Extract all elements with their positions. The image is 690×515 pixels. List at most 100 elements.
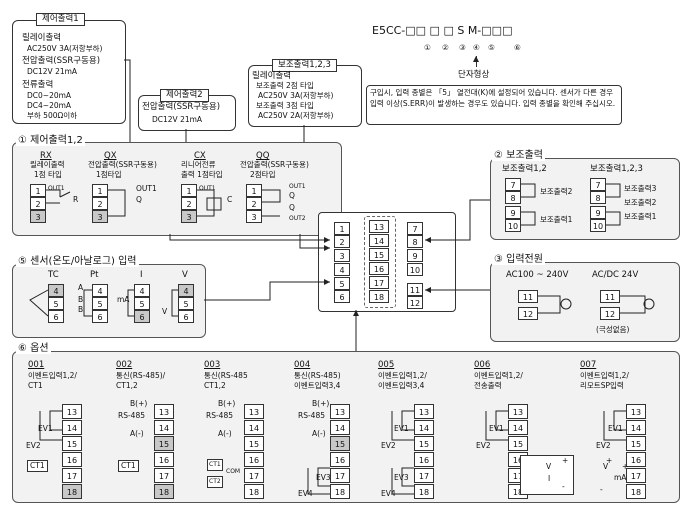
opt-001-term-15: 15	[62, 436, 82, 451]
center-term-12: 12	[407, 296, 423, 309]
opt005-ev1: EV1	[394, 424, 409, 433]
opt004-ev4: EV4	[298, 489, 313, 498]
cx-name: 리니어전류	[181, 160, 216, 169]
opt-004-term-14: 14	[330, 420, 350, 435]
center-term-8: 8	[407, 235, 423, 248]
qq-term-2: 2	[246, 197, 262, 210]
opt004-bplus: B(+)	[312, 399, 330, 408]
pwr-ac-term-11: 11	[518, 290, 538, 303]
opt-001-line1: 이벤트입력1,2/	[28, 371, 77, 380]
center-term-9: 9	[407, 249, 423, 262]
rx-sym: R	[73, 195, 79, 204]
cx-term-3: 3	[181, 210, 197, 223]
opt-004-term-18: 18	[330, 484, 350, 499]
sec2-title: ② 보조출력	[492, 150, 545, 161]
v-term-4: 4	[178, 284, 194, 297]
sec5-title: ⑤ 센서(온도/아날로그) 입력	[16, 256, 139, 267]
aux123-line2-spec: AC250V 2A(저항부하)	[258, 111, 334, 120]
opt003-ct2: CT2	[207, 476, 223, 488]
cx-type: 출력 1점타입	[181, 170, 223, 179]
opt-007-code: 007	[580, 360, 597, 370]
opt-004-line1: 통신(RS-485)	[294, 371, 341, 380]
ctrl2-label: 전압출력(SSR구동용)	[142, 102, 221, 112]
center-term-14: 14	[369, 234, 389, 247]
opt-003-line1: 통신(RS-485	[204, 371, 248, 380]
opt-006-line1: 이벤트입력1,2/	[474, 371, 523, 380]
qx-term-1: 1	[92, 184, 108, 197]
rx-out-label: OUT1	[48, 185, 65, 192]
model-idx-4: ④	[473, 43, 480, 52]
opt005-ev3: EV3	[394, 473, 409, 482]
opt003-bplus: B(+)	[218, 399, 236, 408]
sec1-title: ① 제어출력1,2	[16, 135, 85, 146]
model-idx-2: ②	[442, 43, 449, 52]
opt-006-term-14: 14	[508, 420, 528, 435]
center-term-2: 2	[334, 235, 350, 248]
aux2-term-7: 7	[505, 178, 521, 191]
opt-007-term-16: 16	[626, 452, 646, 467]
opt007-plus2: +	[622, 462, 629, 471]
opt-002-term-16: 16	[154, 452, 174, 467]
i-term-6: 6	[134, 310, 150, 323]
center-term-17: 17	[369, 276, 389, 289]
model-idx-5: ⑤	[488, 43, 495, 52]
cx-term-2: 2	[181, 197, 197, 210]
qx-out-label: OUT1	[136, 184, 157, 193]
opt-006-line2: 전송출력	[474, 381, 502, 390]
opt-003-term-16: 16	[244, 452, 264, 467]
aux123-line1: 보조출력 2점 타입	[256, 81, 314, 90]
opt006-i: I	[548, 474, 551, 483]
sec1-panel	[12, 142, 342, 236]
ctrl1-current-load: 부하 500Ω이하	[27, 111, 78, 120]
opt-007-line2: 리모트SP입력	[580, 381, 624, 390]
opt007-ma: mA	[614, 473, 627, 482]
cx-term-1: 1	[181, 184, 197, 197]
opt004-aminus: A(-)	[312, 429, 326, 438]
opt-001-code: 001	[28, 360, 45, 370]
opt001-ct1: CT1	[27, 460, 48, 472]
opt-001-term-18: 18	[62, 484, 82, 499]
opt-001-term-13: 13	[62, 404, 82, 419]
opt007-ev2: EV2	[596, 441, 611, 450]
tc-term-5: 5	[48, 297, 64, 310]
opt-002-term-17: 17	[154, 468, 174, 483]
aux3-term-10: 10	[590, 219, 606, 232]
opt-005-term-18: 18	[414, 484, 434, 499]
opt-007-term-13: 13	[626, 404, 646, 419]
qx-term-2: 2	[92, 197, 108, 210]
ctrl1-box	[12, 20, 126, 124]
opt006-plus: +	[562, 456, 569, 465]
opt-004-line2: 이벤트입력3,4	[294, 381, 341, 390]
opt006-v: V	[546, 462, 552, 471]
sec2-two: 보조출력1,2	[502, 164, 547, 174]
opt-003-term-14: 14	[244, 420, 264, 435]
opt-004-term-13: 13	[330, 404, 350, 419]
qq-out1-label: OUT1	[289, 183, 306, 190]
aux123-line1-spec: AC250V 3A(저항부하)	[258, 91, 334, 100]
cx-code: CX	[194, 151, 206, 161]
sec5-i: I	[140, 270, 143, 280]
v-term-5: 5	[178, 297, 194, 310]
opt-004-term-17: 17	[330, 468, 350, 483]
opt005-ev4: EV4	[381, 489, 396, 498]
opt-001-term-14: 14	[62, 420, 82, 435]
ctrl1-current-label: 전류출력	[22, 80, 54, 90]
center-mid-frame	[364, 216, 396, 308]
opt005-ev2: EV2	[381, 441, 396, 450]
ctrl1-ssr-spec: DC12V 21mA	[27, 67, 78, 76]
ctrl1-title: 제어출력1	[36, 13, 85, 26]
pwr-ac-term-12: 12	[518, 307, 538, 320]
sec6-title: ⑥ 옵션	[16, 343, 51, 354]
opt002-rs485: RS-485	[118, 411, 145, 420]
aux3-label-1: 보조출력1	[624, 212, 657, 221]
ctrl2-title: 제어출력2	[160, 89, 209, 102]
qx-name: 전압출력(SSR구동용)	[88, 160, 157, 169]
cx-sym: C	[227, 195, 233, 204]
aux2-term-9: 9	[505, 206, 521, 219]
v-sym: V	[162, 307, 168, 316]
i-ma: mA	[117, 295, 130, 304]
qx-type: 1점타입	[96, 170, 122, 179]
qq-sym-1: Q	[289, 191, 295, 200]
opt-002-line2: CT1,2	[116, 381, 138, 390]
sec3-note: (극성없음)	[596, 325, 630, 334]
